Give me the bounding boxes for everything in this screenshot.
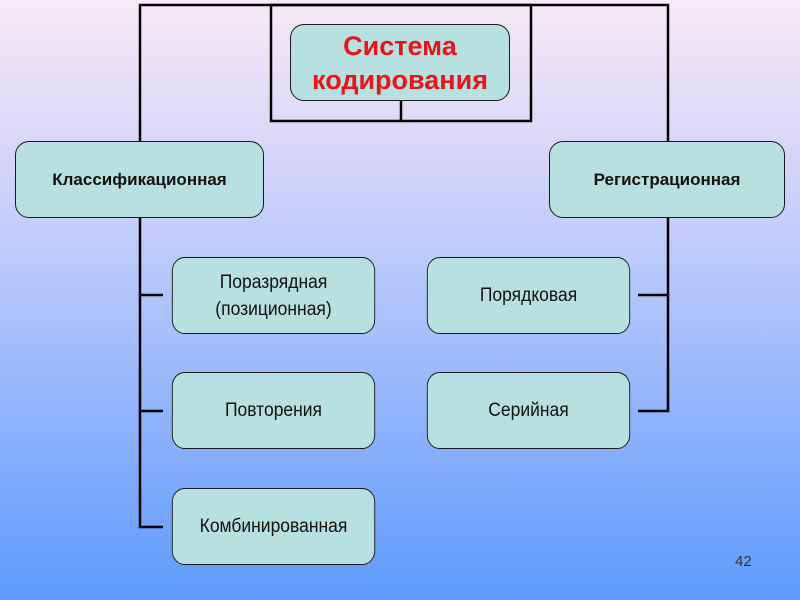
node-positional: Поразрядная (позиционная) [171, 257, 376, 334]
page-number: 42 [735, 553, 752, 570]
right-trunk [638, 217, 670, 413]
node-repetition: Повторения [171, 372, 376, 449]
node-label: Комбинированная [199, 516, 348, 537]
node-classification: Классификационная [15, 141, 264, 218]
node-combined: Комбинированная [171, 488, 376, 565]
node-serial: Серийная [426, 372, 631, 449]
node-label: Повторения [224, 400, 323, 421]
node-label: Классификационная [52, 169, 227, 189]
node-label: Регистрационная [593, 169, 741, 189]
left-trunk [138, 217, 163, 529]
node-registration: Регистрационная [549, 141, 785, 218]
node-label: (позиционная) [215, 298, 332, 320]
root-label-line2: кодирования [312, 64, 488, 95]
node-ordinal: Порядковая [426, 257, 631, 334]
root-label-line1: Система [343, 30, 457, 61]
node-label: Серийная [488, 400, 569, 421]
node-label: Поразрядная [219, 271, 328, 293]
node-label: Порядковая [479, 285, 578, 306]
